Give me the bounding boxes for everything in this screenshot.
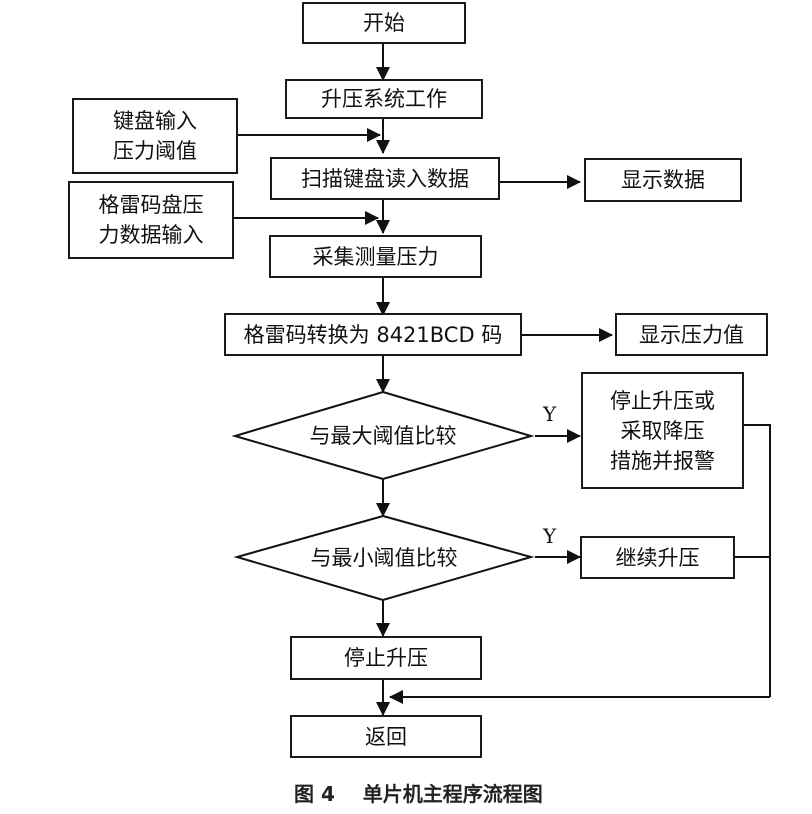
node-stop-boost-label: 停止升压 [344, 646, 428, 670]
node-scan-keyboard: 扫描键盘读入数据 [270, 157, 500, 200]
node-gray-code-input-line1: 格雷码盘压 [98, 193, 204, 217]
node-stop-or-reduce: 停止升压或 采取降压 措施并报警 [581, 372, 744, 489]
edge-label-max-yes: Y [543, 402, 557, 426]
node-continue-boost-label: 继续升压 [615, 545, 700, 570]
edge-label-min-yes: Y [543, 524, 557, 548]
node-convert-bcd: 格雷码转换为 8421BCD 码 [224, 313, 522, 356]
node-keyboard-input: 键盘输入 压力阈值 [72, 98, 238, 174]
node-stop-boost: 停止升压 [290, 636, 482, 680]
node-compare-min-label: 与最小阈值比较 [310, 546, 458, 570]
node-gray-code-input-line2: 力数据输入 [98, 223, 204, 247]
node-collect-pressure-label: 采集测量压力 [312, 244, 439, 269]
node-continue-boost: 继续升压 [580, 536, 735, 579]
figure-caption: 图 4 单片机主程序流程图 [294, 782, 543, 806]
node-start-label: 开始 [363, 11, 405, 35]
node-display-pressure-label: 显示压力值 [639, 322, 744, 347]
node-boost-system: 升压系统工作 [285, 79, 483, 119]
node-stop-or-reduce-line2: 采取降压 [620, 418, 705, 443]
node-display-data-label: 显示数据 [621, 168, 705, 192]
node-boost-system-label: 升压系统工作 [321, 87, 447, 111]
node-scan-keyboard-label: 扫描键盘读入数据 [301, 166, 469, 191]
node-stop-or-reduce-line1: 停止升压或 [610, 388, 715, 413]
node-gray-code-input: 格雷码盘压 力数据输入 [68, 181, 234, 259]
node-compare-max-label: 与最大阈值比较 [309, 424, 457, 448]
node-keyboard-input-line2: 压力阈值 [113, 139, 197, 163]
node-return-label: 返回 [365, 724, 407, 749]
line-stop-reduce-to-bus [742, 424, 771, 697]
node-convert-bcd-label: 格雷码转换为 8421BCD 码 [243, 322, 503, 347]
node-collect-pressure: 采集测量压力 [269, 235, 482, 278]
node-start: 开始 [302, 2, 466, 44]
node-stop-or-reduce-line3: 措施并报警 [610, 448, 715, 473]
node-display-data: 显示数据 [584, 158, 742, 202]
node-return: 返回 [290, 715, 482, 758]
node-display-pressure: 显示压力值 [615, 313, 768, 356]
node-keyboard-input-line1: 键盘输入 [113, 109, 197, 133]
